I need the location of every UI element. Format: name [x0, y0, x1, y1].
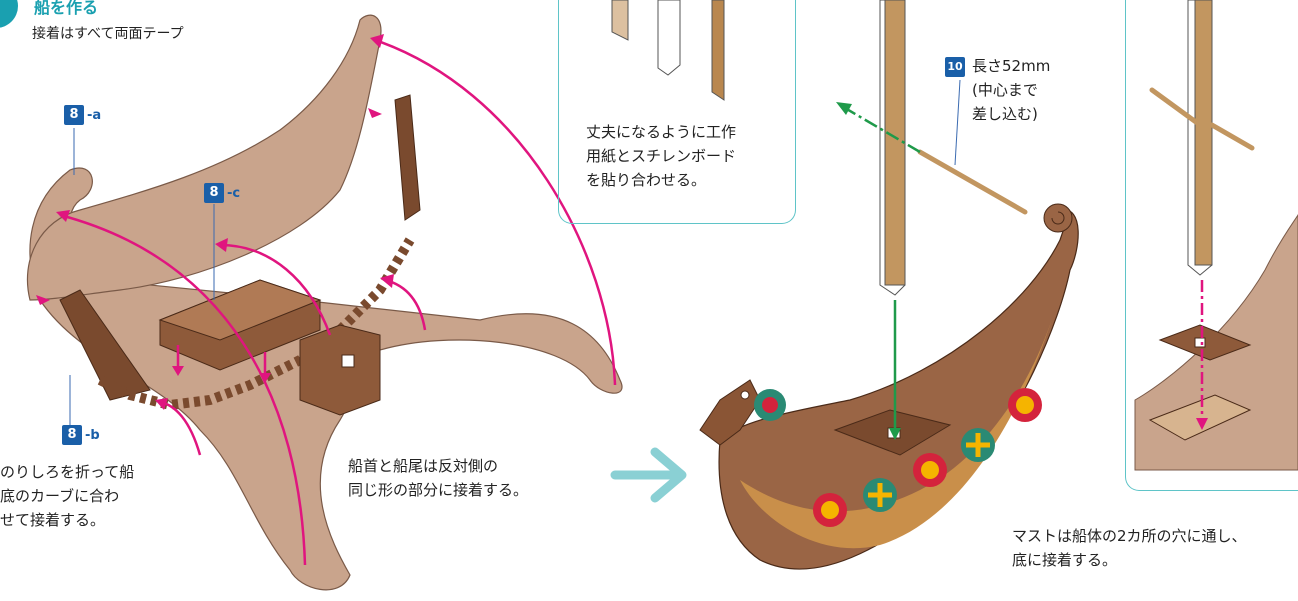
mast-length-label: 長さ52mm (中心まで 差し込む) [972, 57, 1051, 123]
part-badge-8c: 8 -c [204, 182, 240, 204]
part-number: 8 [204, 183, 224, 203]
part-badge-8a: 8 -a [64, 104, 101, 126]
center-note: 船首と船尾は反対側の 同じ形の部分に接着する。 [348, 457, 529, 499]
part-suffix: -a [87, 107, 102, 123]
laminate-detail-box [558, 0, 796, 224]
mast-detail-box [1125, 0, 1298, 491]
mast-note: マストは船体の2カ所の穴に通し、 底に接着する。 [1012, 527, 1247, 569]
step-number-disc [0, 0, 18, 28]
assembled-ship [699, 0, 1079, 570]
page-title: 船を作る [34, 0, 99, 17]
shields [754, 388, 1042, 527]
laminate-note: 丈夫になるように工作 用紙とスチレンボード を貼り合わせる。 [586, 123, 737, 189]
part-number: 8 [64, 105, 84, 125]
leader-lines [69, 79, 961, 430]
part-suffix: -b [85, 427, 100, 443]
laminate-detail [611, 0, 725, 101]
mast-detail [1134, 0, 1298, 471]
left-note: のりしろを折って船 底のカーブに合わ せて接着する。 [0, 463, 135, 529]
mast-insert-arrows [844, 106, 921, 430]
part-suffix: -c [227, 185, 241, 201]
subtitle: 接着はすべて両面テープ [32, 26, 184, 42]
part-number: 10 [945, 57, 965, 77]
part-badge-10: 10 [945, 56, 968, 78]
unfolded-hull [26, 14, 623, 591]
part-number: 8 [62, 425, 82, 445]
dowel-rod [917, 149, 1028, 215]
next-step-arrow [610, 447, 687, 503]
arrow-heads-left [36, 34, 394, 410]
part-badge-8b: 8 -b [62, 424, 100, 446]
